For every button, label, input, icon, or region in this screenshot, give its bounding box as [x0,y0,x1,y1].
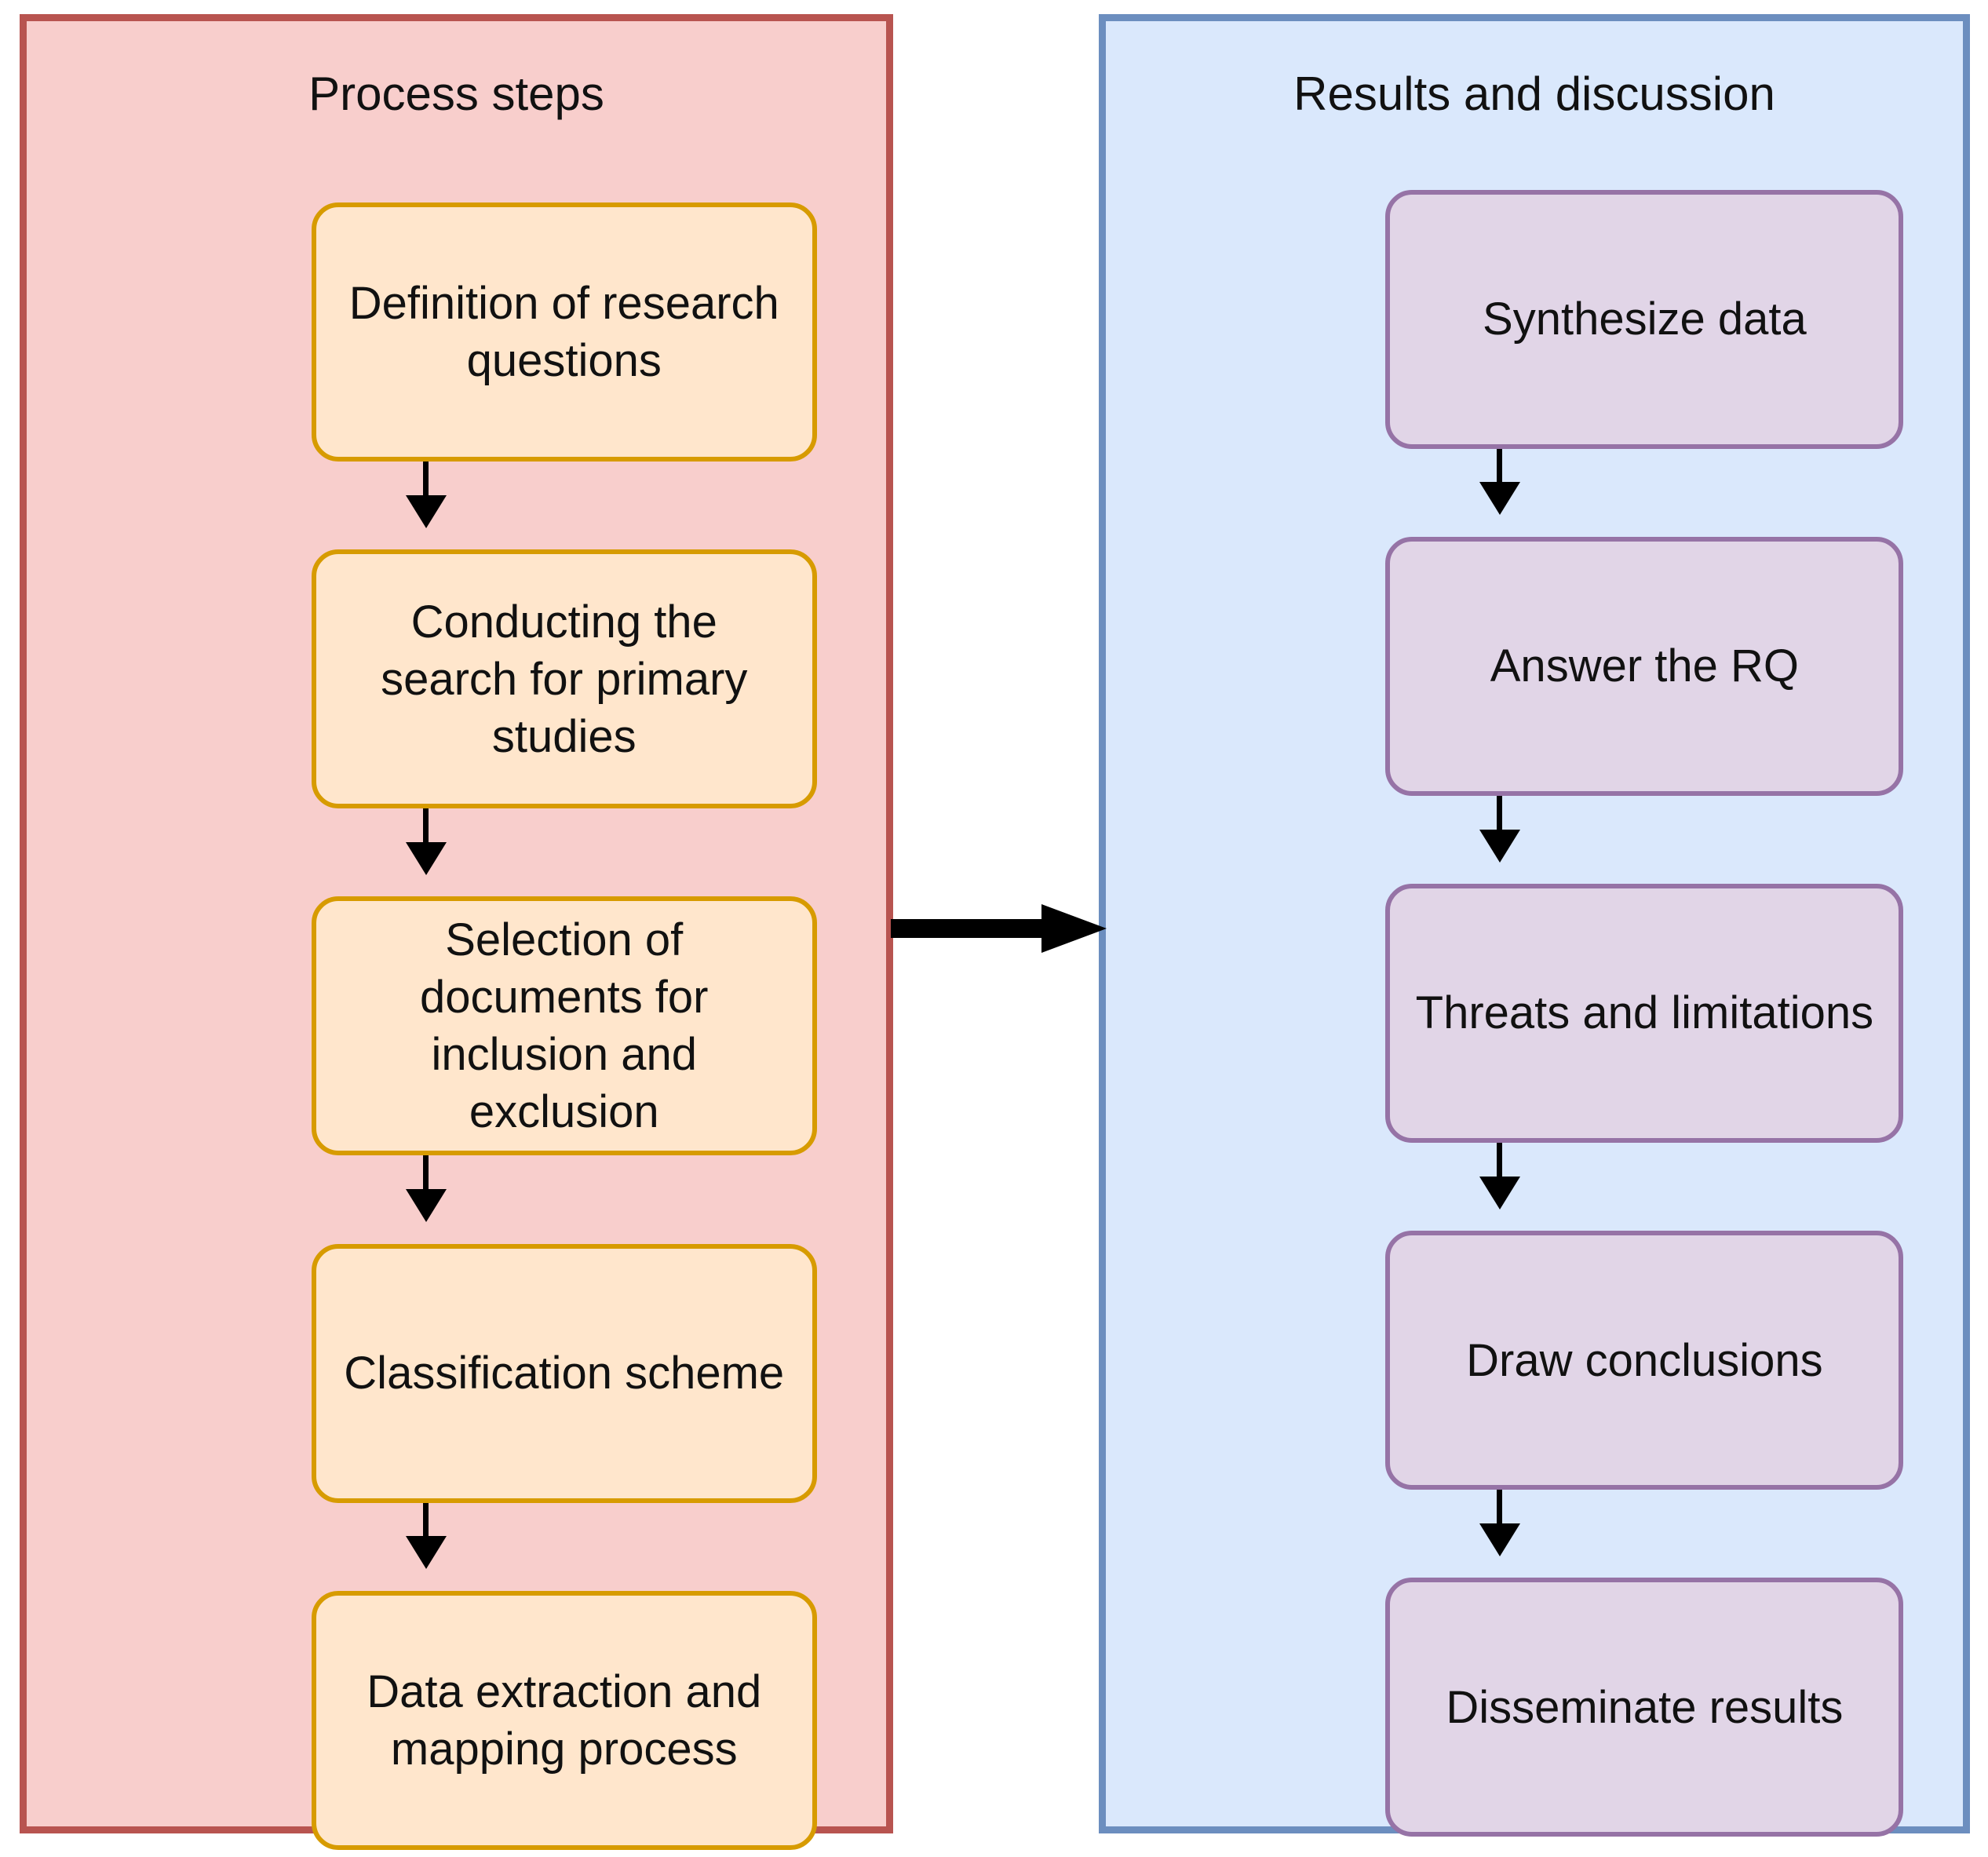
node-selection-of-documents-for-inclusion-and-exclusion[interactable]: Selection of documents for inclusion and… [312,896,817,1156]
node-label: Threats and limitations [1415,987,1874,1039]
node-answer-the-rq[interactable]: Answer the RQ [1385,536,1904,796]
node-definition-of-research-questions[interactable]: Definition of research questions [312,202,817,462]
node-label: Answer the RQ [1490,640,1800,692]
node-label: Synthesize data [1483,293,1807,345]
panel-process-steps: Process steps Definition of research que… [20,14,893,1850]
arrow-head-icon [1041,904,1107,953]
arrow-down-1 [403,462,450,549]
node-draw-conclusions[interactable]: Draw conclusions [1385,1231,1904,1490]
arrow-down-4 [403,1502,450,1591]
node-label: Data extraction and mapping process [367,1665,762,1775]
arrow-right-process-to-results [891,904,1107,953]
node-classification-scheme[interactable]: Classification scheme [312,1243,817,1503]
node-label: Definition of research questions [348,277,779,386]
arrow-down-5 [1476,448,1523,537]
node-conducting-the-search-for-primary-studies[interactable]: Conducting the search for primary studie… [312,549,817,809]
panel-results-title: Results and discussion [1293,67,1775,120]
arrow-down-2 [403,808,450,896]
node-threats-and-limitations[interactable]: Threats and limitations [1385,883,1904,1143]
panel-results-and-discussion: Results and discussion Synthesize data A… [1099,14,1970,1837]
arrow-down-6 [1476,795,1523,884]
node-label: Draw conclusions [1466,1334,1823,1386]
node-label: Selection of documents for inclusion and… [419,914,709,1138]
arrow-down-8 [1476,1490,1523,1578]
node-disseminate-results[interactable]: Disseminate results [1385,1578,1904,1837]
arrow-down-7 [1476,1142,1523,1231]
node-data-extraction-and-mapping-process[interactable]: Data extraction and mapping process [312,1590,817,1850]
arrow-stem [891,919,1052,938]
arrow-down-3 [403,1155,450,1243]
node-synthesize-data[interactable]: Synthesize data [1385,189,1904,449]
node-label: Disseminate results [1446,1681,1844,1733]
panel-process-title: Process steps [308,67,604,120]
node-label: Classification scheme [344,1348,785,1399]
node-label: Conducting the search for primary studie… [381,596,748,762]
